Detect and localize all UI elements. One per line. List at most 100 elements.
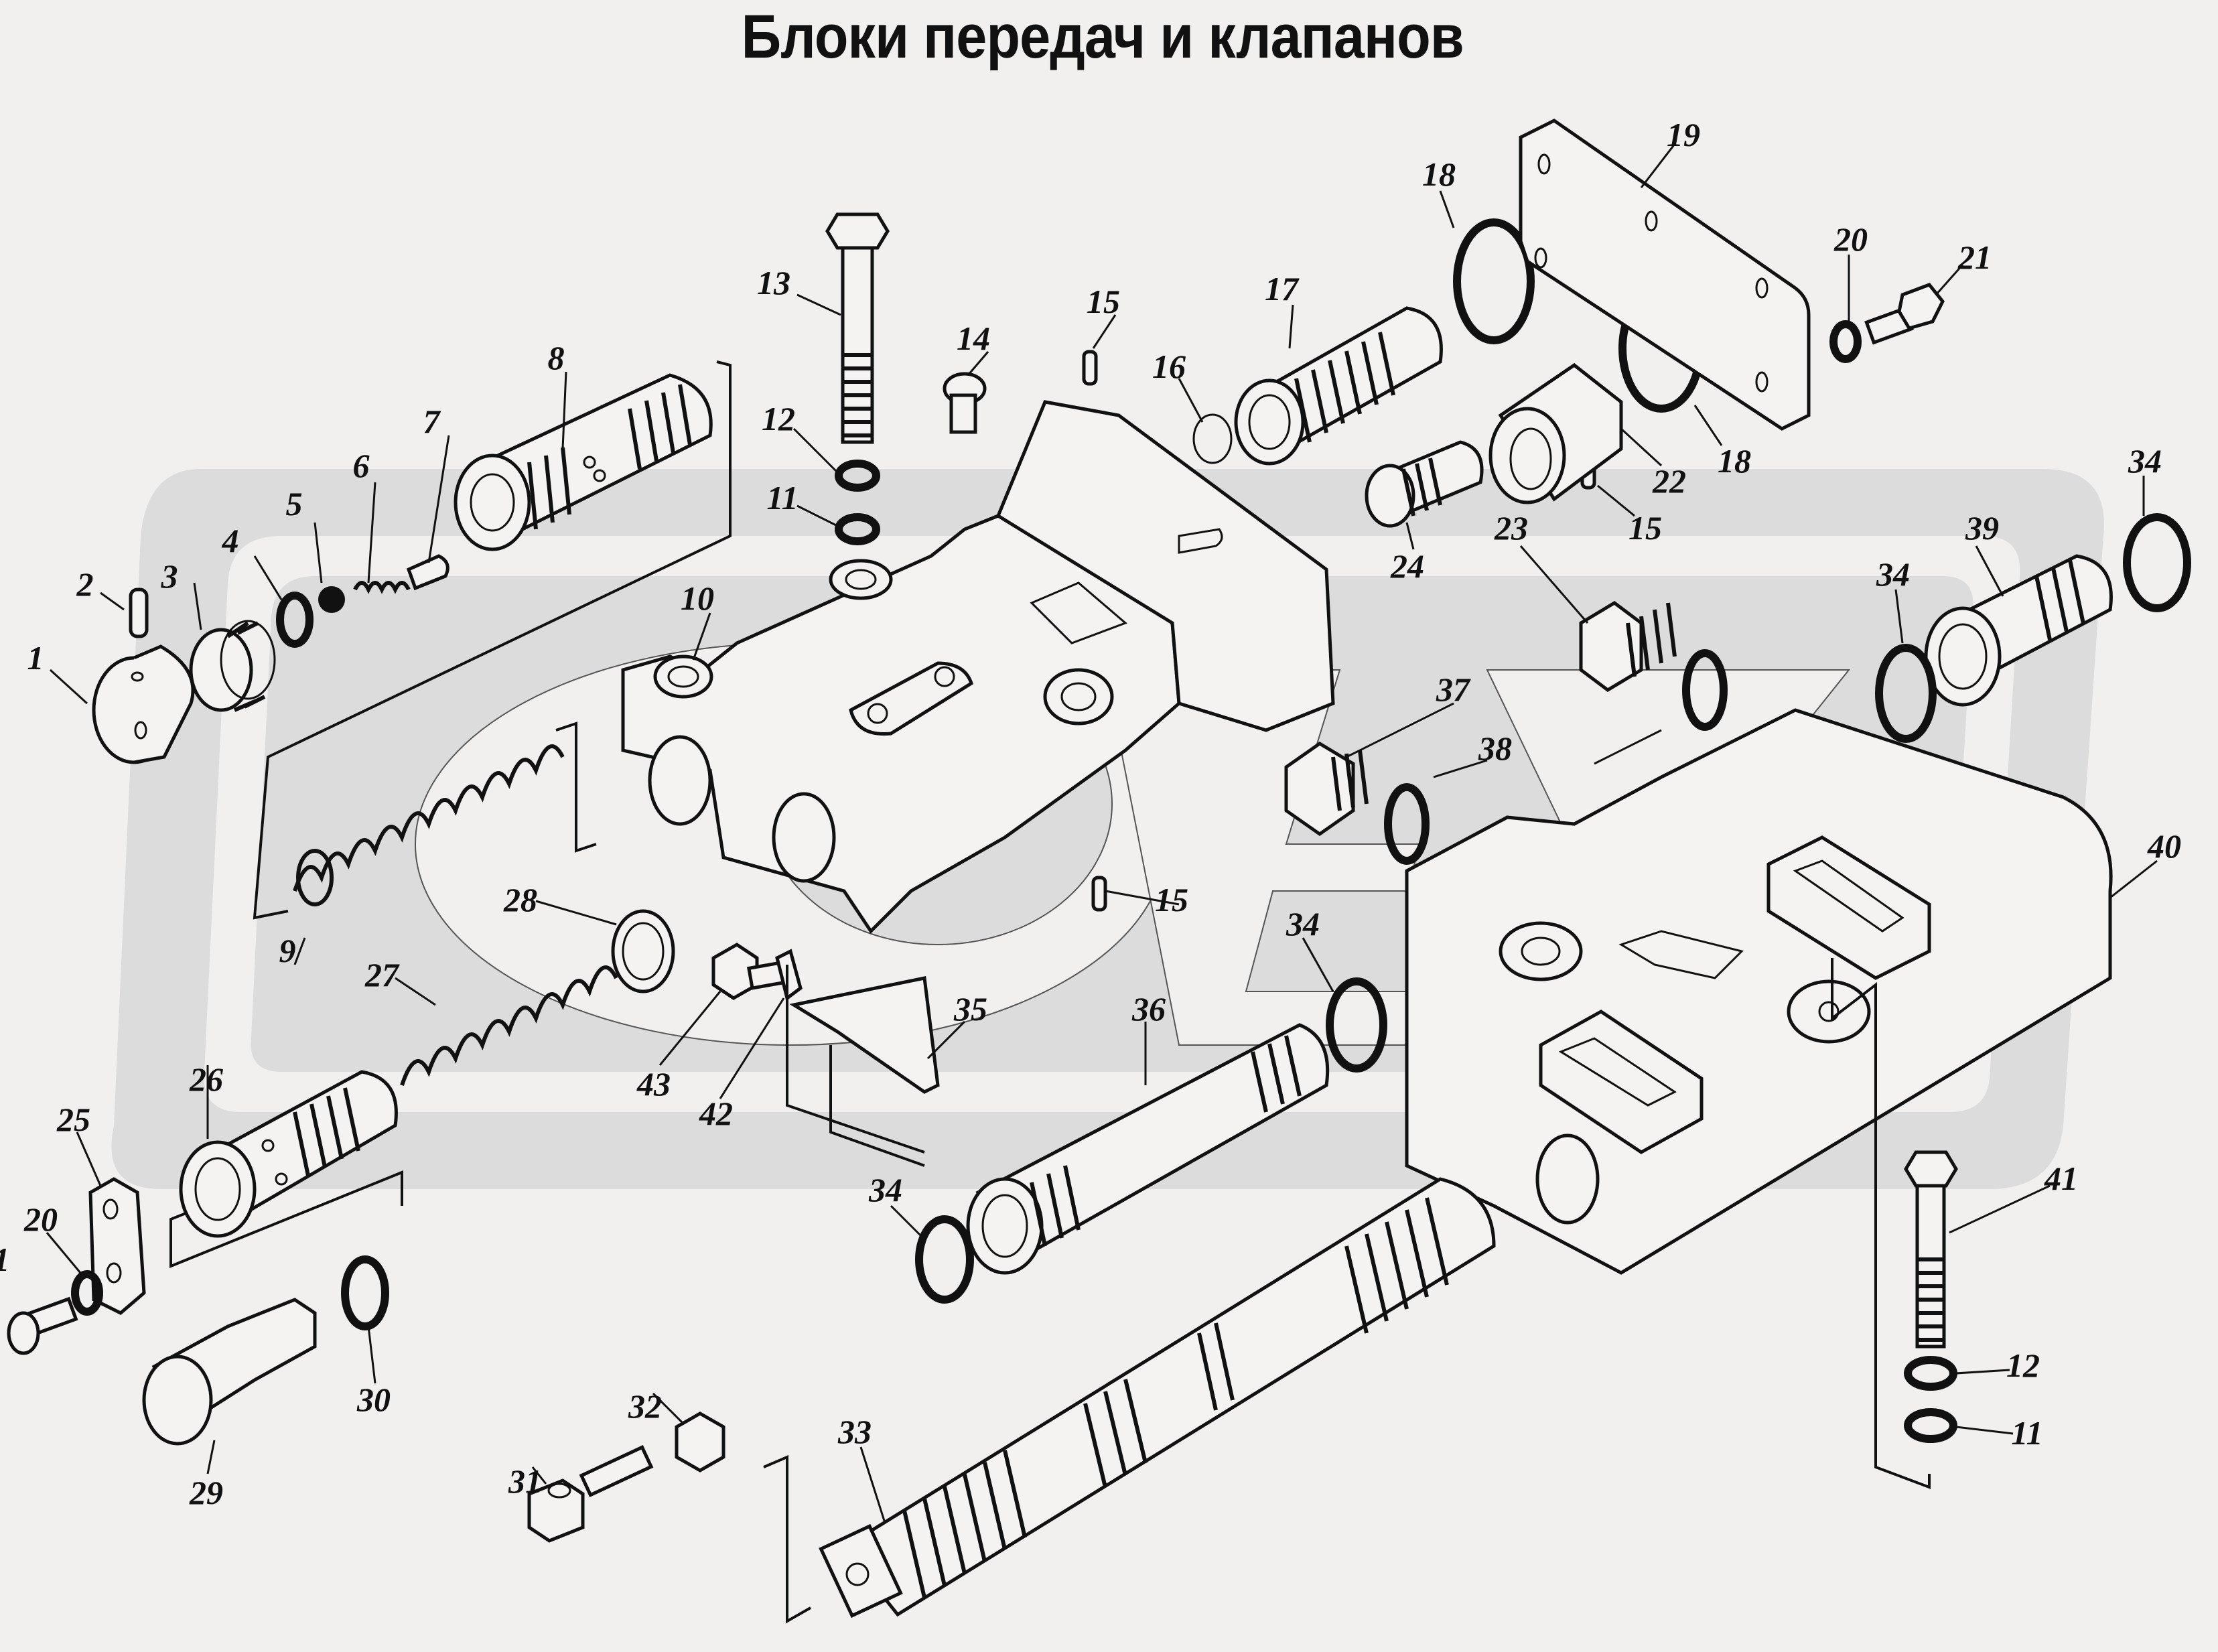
part-14-plug: [943, 372, 987, 434]
part-40-housing: [1405, 708, 2113, 1275]
part-15-pin-a: [1082, 350, 1098, 386]
part-16-o-ring: [1192, 413, 1233, 464]
part-7-plunger: [406, 554, 449, 591]
part-2-pin: [129, 588, 149, 638]
label-part-10: 10: [681, 579, 714, 617]
part-11-washer-b: [1904, 1408, 1957, 1443]
part-33-valve-spool: [819, 1177, 1496, 1619]
part-25-lock-plate: [88, 1177, 146, 1315]
part-18-o-ring-a: [1453, 218, 1535, 344]
label-part-36: 36: [1132, 990, 1166, 1028]
part-34-o-ring-d: [915, 1215, 974, 1304]
part-28-retainer: [611, 909, 675, 993]
label-part-24: 24: [1391, 547, 1424, 585]
label-part-23: 23: [1495, 509, 1528, 547]
part-41-bolt: [1904, 1150, 1958, 1349]
part-12-lock-washer-b: [1904, 1356, 1957, 1391]
assembly-line-b: [555, 721, 597, 853]
label-part-6: 6: [352, 447, 370, 484]
label-part-20: 20: [1834, 220, 1868, 258]
assembly-line-a: [253, 360, 732, 920]
label-part-34: 34: [869, 1171, 902, 1209]
diagram-title: Блоки передач и клапанов: [741, 3, 1464, 71]
assembly-line-c: [1831, 958, 1931, 1489]
label-part-35: 35: [954, 990, 987, 1028]
label-part-41: 41: [2044, 1160, 2078, 1197]
label-part-17: 17: [1265, 270, 1298, 307]
label-part-3: 3: [161, 557, 178, 595]
label-part-26: 26: [190, 1060, 223, 1098]
part-21-bolt-b: [7, 1296, 78, 1355]
label-part-11: 11: [2011, 1414, 2043, 1452]
part-29-piston: [142, 1298, 317, 1446]
part-32-nut: [675, 1412, 725, 1472]
label-part-5: 5: [285, 485, 303, 523]
part-26-valve-sleeve: [179, 1070, 398, 1238]
label-part-7: 7: [423, 403, 440, 440]
leader-lines: [46, 143, 2158, 1521]
label-part-25: 25: [57, 1101, 90, 1138]
label-part-11: 11: [766, 479, 799, 517]
label-part-22: 22: [1653, 462, 1686, 500]
part-15-pin-c: [1091, 876, 1107, 912]
label-part-32: 32: [628, 1387, 662, 1425]
part-34-o-ring-a: [2123, 513, 2191, 612]
label-part-12: 12: [2006, 1347, 2040, 1384]
part-13-bolt: [825, 212, 890, 444]
part-12-lock-washer: [835, 460, 880, 492]
part-9-spring: [293, 744, 565, 892]
label-part-34: 34: [1876, 555, 1910, 593]
part-10-valve-body: [621, 400, 1335, 934]
label-part-21: 21: [1958, 238, 1992, 276]
label-part-29: 29: [190, 1474, 223, 1511]
label-part-33: 33: [838, 1413, 872, 1450]
label-part-13: 13: [757, 264, 790, 301]
label-part-20: 20: [24, 1200, 58, 1238]
label-part-40: 40: [2148, 827, 2181, 865]
part-5-ball: [318, 586, 345, 613]
label-part-15: 15: [1628, 509, 1662, 547]
label-part-27: 27: [365, 956, 399, 993]
part-8-valve-sleeve: [454, 373, 713, 551]
part-34-o-ring-b: [1875, 644, 1937, 743]
part-36-valve-sleeve: [966, 1023, 1330, 1275]
label-part-15: 15: [1087, 283, 1120, 320]
label-part-34: 34: [2128, 442, 2162, 480]
part-31-eye-bolt: [527, 1445, 654, 1543]
label-part-12: 12: [762, 400, 795, 437]
part-3-plug: [189, 620, 276, 712]
part-6-small-spring: [353, 581, 411, 594]
part-34-o-ring-c: [1326, 977, 1387, 1073]
part-22-bushing: [1488, 362, 1623, 504]
part-37-plug: [1284, 742, 1369, 837]
label-part-37: 37: [1436, 671, 1470, 708]
assembly-line-e: [169, 1170, 403, 1268]
label-part-8: 8: [547, 339, 565, 376]
part-27-spring: [400, 965, 618, 1086]
label-part-42: 42: [699, 1095, 733, 1132]
label-part-28: 28: [504, 881, 537, 918]
label-part-30: 30: [357, 1381, 391, 1418]
part-4-snap-ring: [276, 592, 314, 648]
label-part-31: 31: [508, 1462, 542, 1500]
part-17-threaded-sleeve: [1234, 306, 1443, 466]
label-part-15: 15: [1155, 881, 1188, 918]
label-part-43: 43: [637, 1065, 671, 1103]
part-19-cover-plate: [1519, 119, 1811, 431]
label-part-2: 2: [76, 565, 94, 603]
label-part-38: 38: [1478, 730, 1512, 767]
part-20-washer-a: [1829, 320, 1862, 363]
label-part-21-cropped: 1: [0, 1243, 10, 1276]
part-30-o-ring: [341, 1255, 389, 1330]
label-part-14: 14: [957, 320, 990, 357]
part-11-washer: [835, 513, 880, 545]
label-part-18: 18: [1422, 155, 1456, 193]
label-part-1: 1: [27, 639, 44, 677]
label-part-34: 34: [1286, 905, 1320, 943]
label-part-18: 18: [1718, 442, 1751, 480]
label-part-4: 4: [222, 522, 239, 559]
part-24-valve-plunger: [1365, 440, 1484, 528]
part-21-bolt-a: [1864, 283, 1945, 345]
part-38-o-ring: [1384, 783, 1430, 865]
